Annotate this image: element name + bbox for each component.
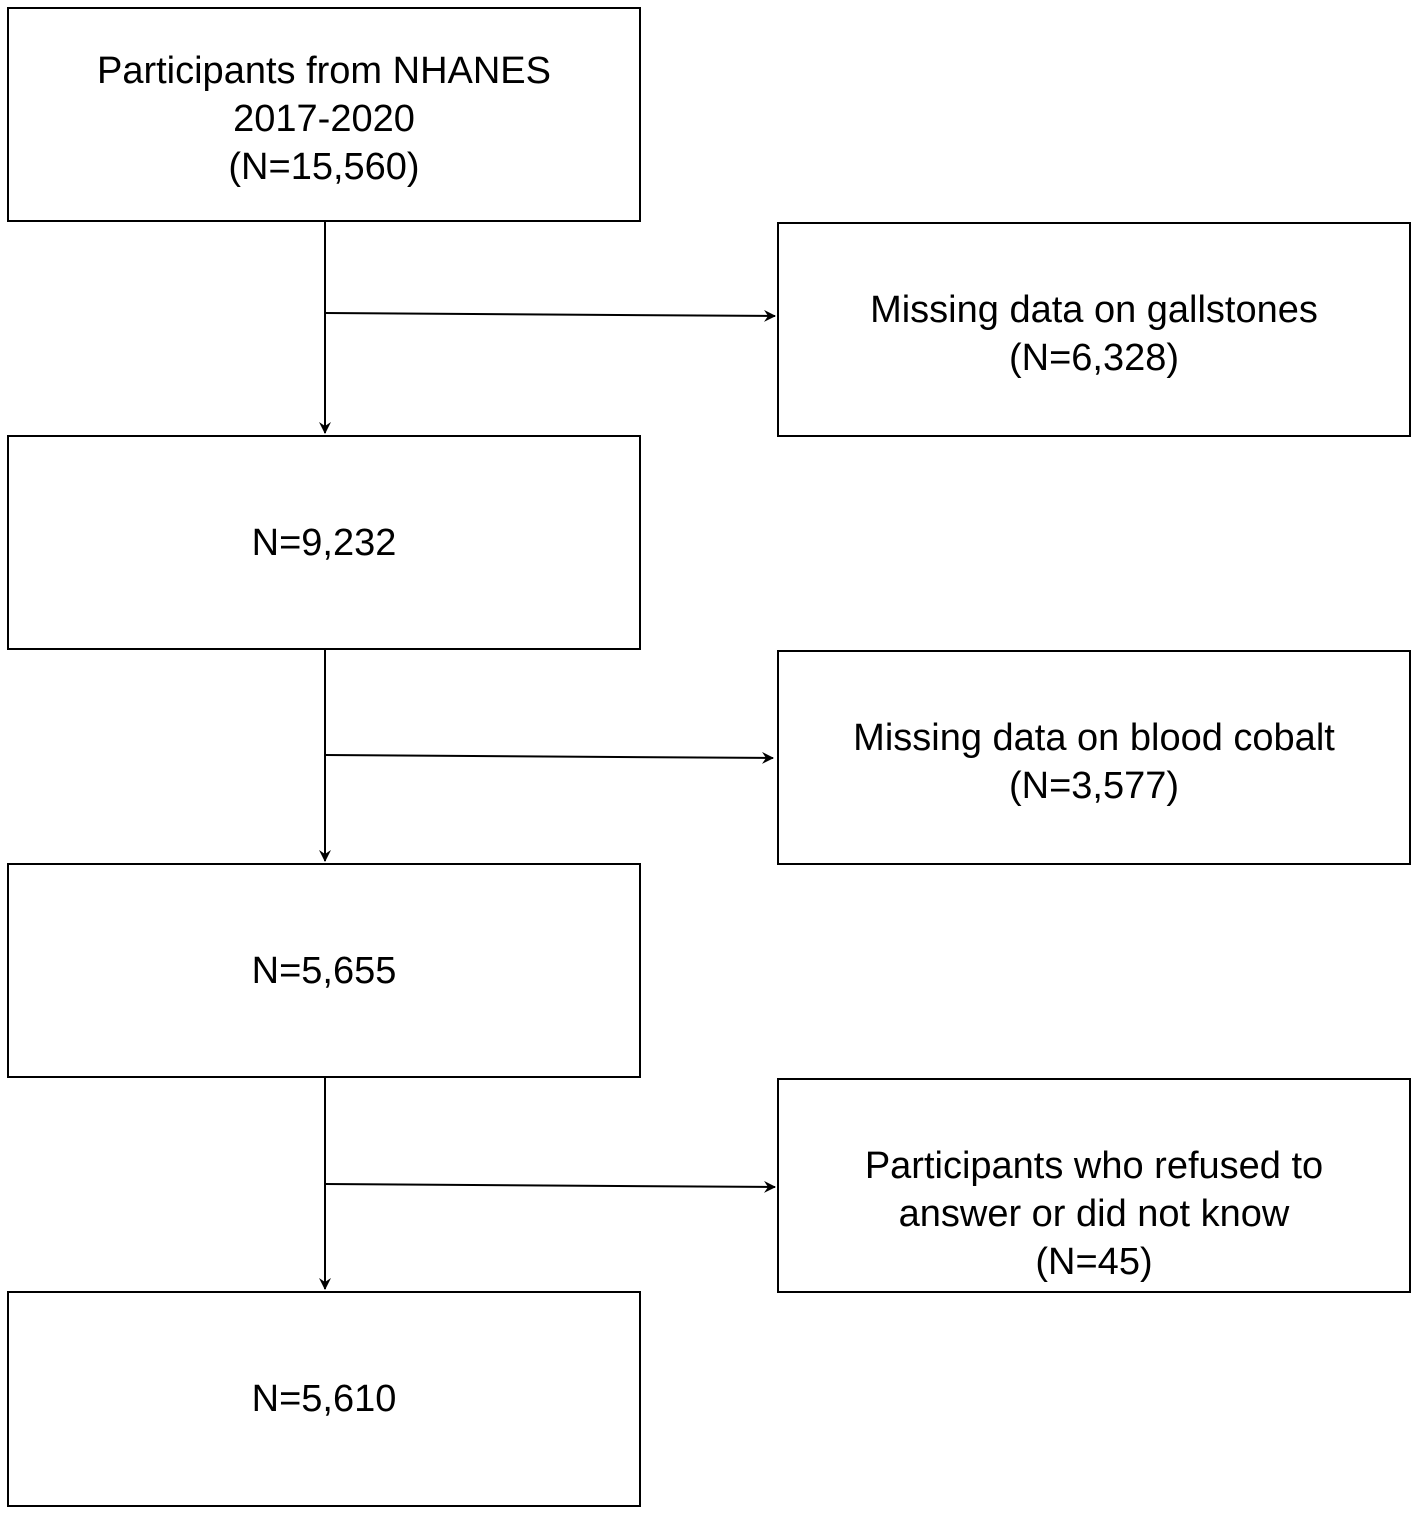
box-final-sample: N=5,610 xyxy=(7,1291,641,1507)
step-2-count: N=5,655 xyxy=(251,949,397,992)
box-step-2: N=5,655 xyxy=(7,863,641,1078)
box-exclusion-refused: Participants who refused to answer or di… xyxy=(777,1078,1411,1293)
box-participants-start: Participants from NHANES 2017-2020 (N=15… xyxy=(7,7,641,222)
exclusion-2-line-2: (N=3,577) xyxy=(1008,765,1180,807)
exclusion-3-line-2: answer or did not know xyxy=(898,1193,1290,1235)
step-1-count: N=9,232 xyxy=(251,521,397,564)
exclusion-1-line-1: Missing data on gallstones xyxy=(870,289,1318,331)
box-step-1: N=9,232 xyxy=(7,435,641,650)
arrow-to-exclusion-2 xyxy=(324,751,774,764)
exclusion-1-line-2: (N=6,328) xyxy=(1008,337,1180,379)
exclusion-3-line-3: (N=45) xyxy=(1035,1241,1153,1283)
box-exclusion-blood-cobalt: Missing data on blood cobalt (N=3,577) xyxy=(777,650,1411,865)
exclusion-3-line-1: Participants who refused to xyxy=(864,1145,1324,1187)
start-line-2: 2017-2020 xyxy=(233,98,415,140)
arrow-to-exclusion-3 xyxy=(324,1180,776,1193)
exclusion-2-line-1: Missing data on blood cobalt xyxy=(853,717,1335,759)
final-count: N=5,610 xyxy=(251,1378,397,1420)
box-exclusion-gallstones: Missing data on gallstones (N=6,328) xyxy=(777,222,1411,437)
arrow-to-exclusion-1 xyxy=(324,309,776,322)
start-line-1: Participants from NHANES xyxy=(96,50,551,92)
start-line-3: (N=15,560) xyxy=(228,146,420,188)
